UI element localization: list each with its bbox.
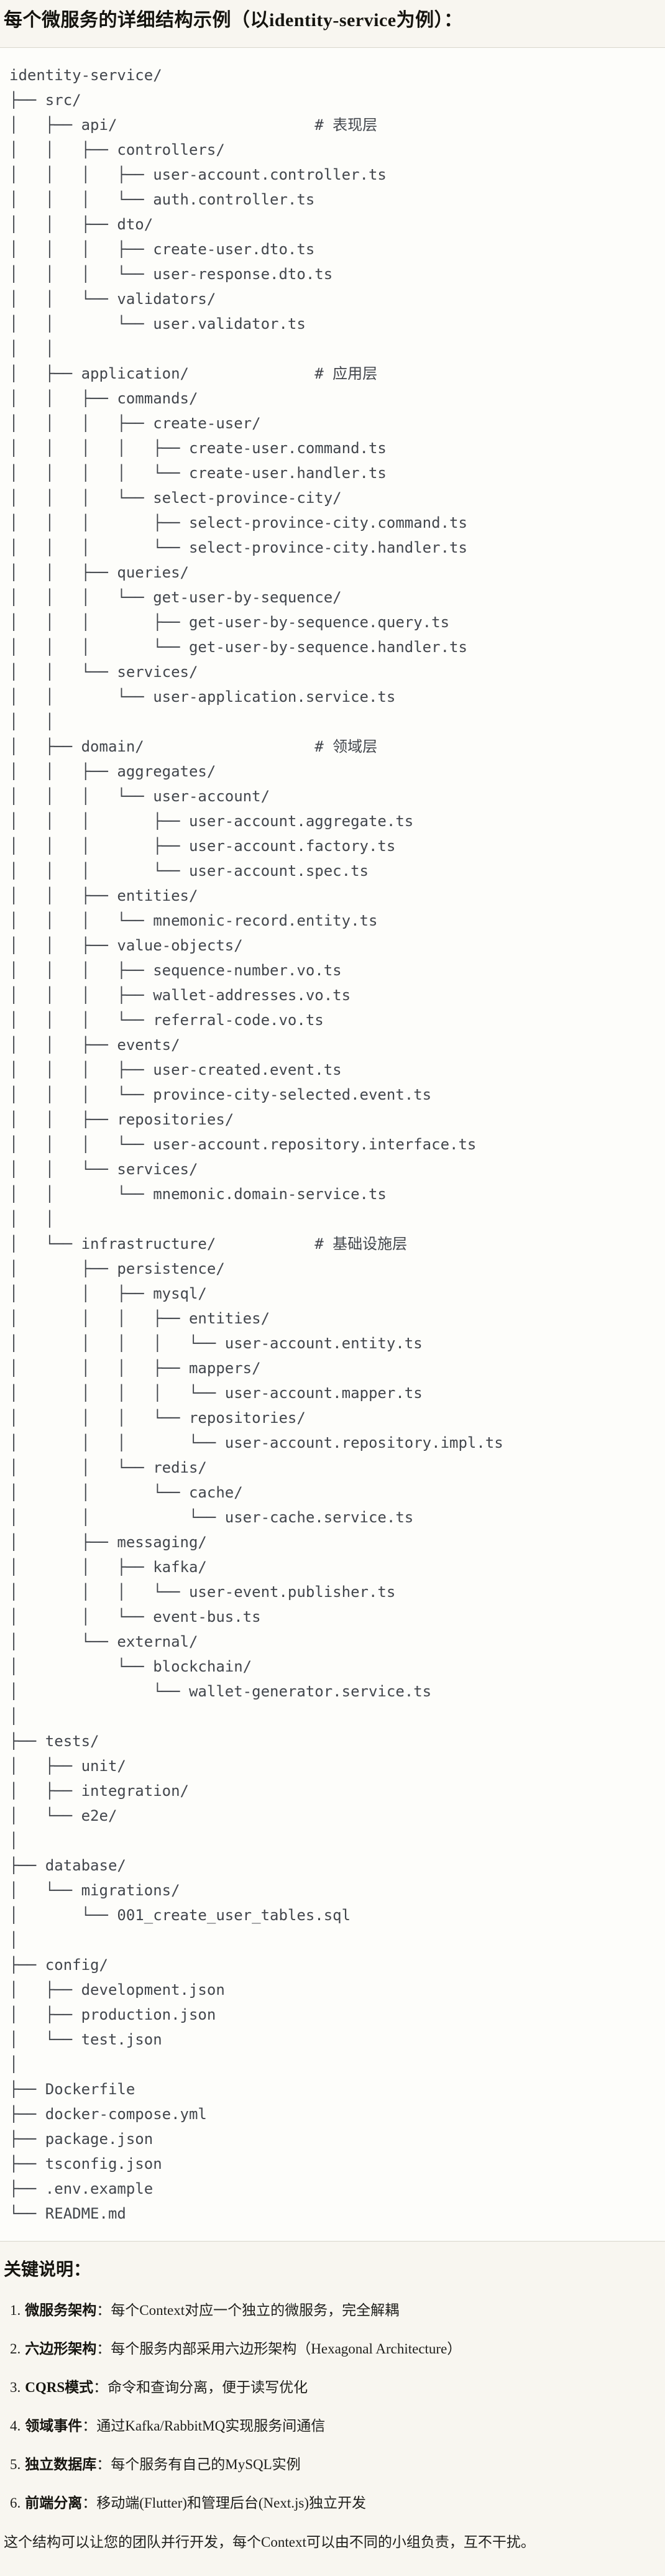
note-number: 6.: [10, 2495, 21, 2511]
note-item-6: 6.前端分离：移动端(Flutter)和管理后台(Next.js)独立开发: [4, 2493, 659, 2513]
note-term: 前端分离: [25, 2495, 83, 2511]
note-number: 2.: [10, 2341, 21, 2357]
note-number: 1.: [10, 2302, 21, 2318]
note-colon: ：: [96, 2457, 111, 2472]
note-desc: 命令和查询分离，便于读写优化: [108, 2380, 308, 2395]
note-term: 领域事件: [25, 2418, 83, 2434]
note-term: 六边形架构: [25, 2341, 97, 2357]
note-desc: 每个Context对应一个独立的微服务，完全解耦: [111, 2302, 400, 2318]
notes-heading: 关键说明：: [4, 2260, 91, 2279]
code-block: identity-service/ ├── src/ │ ├── api/ # …: [0, 47, 665, 2242]
note-colon: ：: [96, 2302, 111, 2318]
note-colon: ：: [82, 2418, 97, 2434]
closing-paragraph: 这个结构可以让您的团队并行开发，每个Context可以由不同的小组负责，互不干扰…: [4, 2534, 535, 2550]
note-item-4: 4.领域事件：通过Kafka/RabbitMQ实现服务间通信: [4, 2416, 659, 2436]
note-number: 4.: [10, 2418, 21, 2434]
note-item-1: 1.微服务架构：每个Context对应一个独立的微服务，完全解耦: [4, 2301, 659, 2320]
page-title: 每个微服务的详细结构示例（以identity-service为例）：: [4, 10, 463, 30]
note-term: 独立数据库: [25, 2457, 97, 2472]
note-desc: 每个服务有自己的MySQL实例: [111, 2457, 301, 2472]
note-item-3: 3. CQRS模式：命令和查询分离，便于读写优化: [4, 2378, 659, 2397]
directory-tree: identity-service/ ├── src/ │ ├── api/ # …: [9, 67, 503, 2222]
note-number: 5.: [10, 2457, 21, 2472]
notes-section: 关键说明： 1.微服务架构：每个Context对应一个独立的微服务，完全解耦 2…: [0, 2259, 665, 2576]
note-desc: 通过Kafka/RabbitMQ实现服务间通信: [96, 2418, 326, 2434]
note-colon: ：: [93, 2380, 108, 2395]
note-desc: 移动端(Flutter)和管理后台(Next.js)独立开发: [96, 2495, 367, 2511]
note-colon: ：: [96, 2341, 111, 2357]
note-item-5: 5. 独立数据库：每个服务有自己的MySQL实例: [4, 2455, 659, 2474]
note-term: CQRS模式: [25, 2380, 94, 2395]
note-colon: ：: [82, 2495, 97, 2511]
note-item-2: 2.六边形架构：每个服务内部采用六边形架构（Hexagonal Architec…: [4, 2339, 659, 2358]
note-desc: 每个服务内部采用六边形架构（Hexagonal Architecture）: [111, 2341, 462, 2357]
note-term: 微服务架构: [25, 2302, 97, 2318]
note-number: 3.: [10, 2380, 21, 2395]
